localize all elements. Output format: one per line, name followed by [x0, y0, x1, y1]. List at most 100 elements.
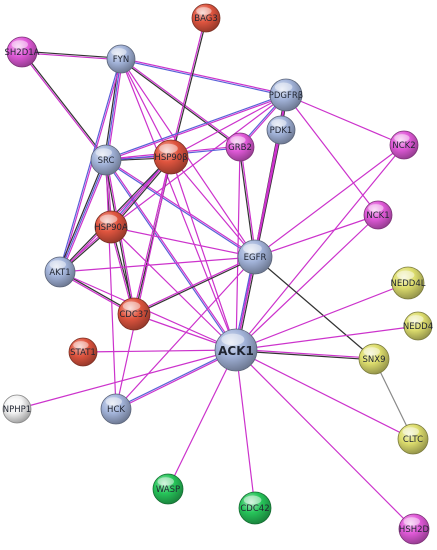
node-src[interactable]: SRC — [90, 144, 122, 176]
node-circle[interactable] — [90, 144, 122, 176]
node-circle[interactable] — [266, 115, 296, 145]
node-nedd4[interactable]: NEDD4 — [403, 311, 433, 341]
node-highlight — [403, 517, 420, 526]
edge-line — [105, 159, 117, 410]
node-circle[interactable] — [44, 256, 76, 288]
edge-pdk1-egfr — [253, 129, 283, 258]
node-label: CDC42 — [240, 504, 269, 514]
node-circle[interactable] — [153, 139, 189, 175]
edge-fyn-ack1 — [120, 58, 237, 351]
edge-hsp90b-ack1 — [170, 156, 237, 351]
node-nedd4l[interactable]: NEDD4L — [391, 266, 426, 300]
node-label: WASP — [156, 485, 180, 495]
edge-ack1-nedd4l — [235, 282, 409, 351]
edge-sh2d1a-fyn — [21, 50, 122, 61]
node-highlight — [274, 82, 293, 92]
node-cdc37[interactable]: CDC37 — [117, 297, 151, 331]
node-circle[interactable] — [269, 78, 303, 112]
node-highlight — [95, 148, 112, 157]
edge-ack1-snx9 — [235, 348, 375, 361]
node-fyn[interactable]: FYN — [106, 44, 136, 74]
node-stat1[interactable]: STAT1 — [68, 337, 98, 367]
node-sh2d1a[interactable]: SH2D1A — [5, 36, 40, 68]
node-highlight — [111, 48, 127, 56]
node-cdc42[interactable]: CDC42 — [238, 491, 272, 525]
edge-grb2-egfr — [238, 146, 257, 258]
node-circle[interactable] — [398, 513, 430, 545]
node-circle[interactable] — [363, 200, 393, 230]
node-highlight — [221, 333, 245, 346]
node-circle[interactable] — [389, 130, 419, 160]
edge-hsp90b-hck — [115, 156, 172, 410]
edge-ack1-hsh2d — [235, 349, 415, 530]
node-circle[interactable] — [100, 393, 132, 425]
edge-line — [104, 159, 236, 352]
node-circle[interactable] — [68, 337, 98, 367]
edge-egfr-hck — [115, 256, 256, 410]
edge-line — [235, 146, 241, 351]
edge-line — [254, 144, 405, 258]
node-nck2[interactable]: NCK2 — [389, 130, 419, 160]
node-circle[interactable] — [152, 473, 184, 505]
edge-line — [120, 57, 242, 147]
node-highlight — [363, 347, 380, 356]
node-grb2[interactable]: GRB2 — [225, 132, 255, 162]
node-highlight — [105, 397, 122, 406]
node-circle[interactable] — [403, 311, 433, 341]
node-egfr[interactable]: EGFR — [237, 239, 273, 275]
node-label: HSH2D — [399, 525, 430, 535]
node-hsp90b[interactable]: HSP90β — [153, 139, 189, 175]
node-highlight — [394, 134, 410, 142]
node-label: HCK — [107, 405, 125, 415]
node-pdk1[interactable]: PDK1 — [266, 115, 296, 145]
node-circle[interactable] — [94, 210, 128, 244]
node-circle[interactable] — [191, 3, 221, 33]
edge-line — [285, 94, 405, 146]
node-snx9[interactable]: SNX9 — [358, 343, 390, 375]
node-nck1[interactable]: NCK1 — [363, 200, 393, 230]
node-ack1[interactable]: ACK1 — [214, 328, 258, 372]
edge-line — [105, 95, 287, 162]
edge-line — [255, 129, 283, 258]
node-circle[interactable] — [117, 297, 151, 331]
edge-line — [235, 349, 414, 440]
node-hsp90a[interactable]: HSP90A — [94, 210, 128, 244]
node-label: CLTC — [403, 435, 423, 445]
node-label: SH2D1A — [5, 48, 40, 58]
node-circle[interactable] — [2, 394, 32, 424]
edge-line — [120, 59, 287, 97]
node-circle[interactable] — [225, 132, 255, 162]
node-label: PDGFRβ — [269, 91, 303, 101]
node-wasp[interactable]: WASP — [152, 473, 184, 505]
node-circle[interactable] — [214, 328, 258, 372]
edge-line — [110, 94, 287, 228]
edge-src-akt1 — [57, 158, 109, 274]
edge-line — [254, 214, 379, 258]
node-pdgfrb[interactable]: PDGFRβ — [269, 78, 303, 112]
edge-line — [59, 159, 107, 273]
edge-src-ack1 — [104, 158, 238, 352]
edge-pdgfrb-nck2 — [285, 94, 405, 146]
node-hck[interactable]: HCK — [100, 393, 132, 425]
node-circle[interactable] — [238, 491, 272, 525]
edge-line — [105, 158, 257, 257]
node-bag3[interactable]: BAG3 — [191, 3, 221, 33]
node-circle[interactable] — [106, 44, 136, 74]
node-label: FYN — [113, 55, 129, 65]
node-highlight — [243, 495, 262, 505]
node-circle[interactable] — [358, 343, 390, 375]
node-circle[interactable] — [6, 36, 38, 68]
edge-line — [167, 349, 237, 490]
node-nphp1[interactable]: NPHP1 — [2, 394, 32, 424]
edge-ack1-nphp1 — [16, 349, 237, 410]
node-akt1[interactable]: AKT1 — [44, 256, 76, 288]
node-hsh2d[interactable]: HSH2D — [398, 513, 430, 545]
node-cltc[interactable]: CLTC — [397, 423, 429, 455]
node-highlight — [196, 7, 212, 15]
node-circle[interactable] — [397, 423, 429, 455]
edge-line — [235, 144, 405, 351]
edge-hsp90b-egfr — [170, 156, 256, 258]
node-circle[interactable] — [391, 266, 425, 300]
edge-line — [240, 146, 257, 258]
node-circle[interactable] — [237, 239, 273, 275]
